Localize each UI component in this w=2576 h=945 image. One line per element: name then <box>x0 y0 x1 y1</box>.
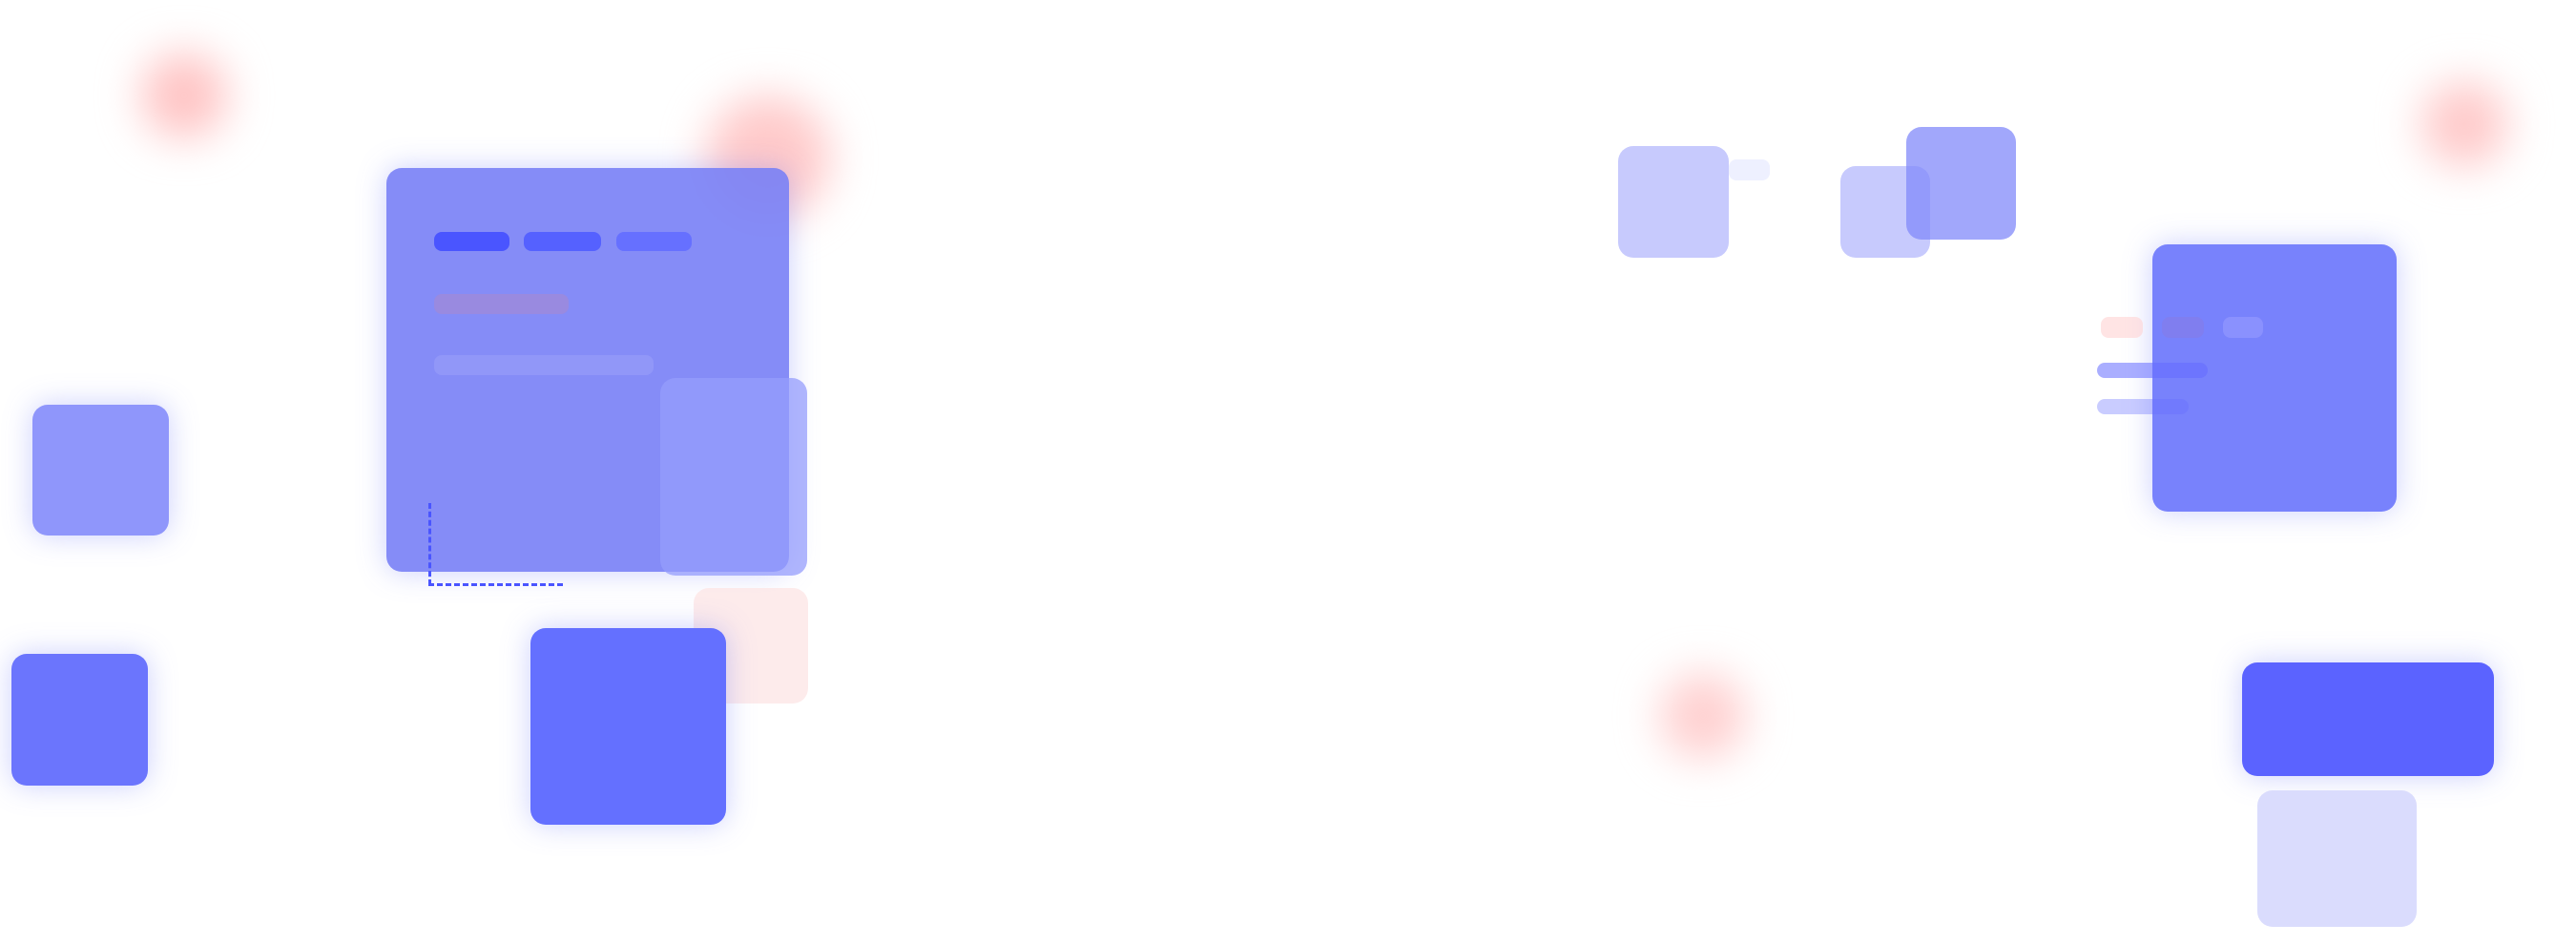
tab-pill[interactable] <box>524 232 601 251</box>
placeholder-bar <box>434 355 654 375</box>
tag-pill <box>2162 317 2204 338</box>
pink-blob <box>1660 673 1746 759</box>
blue-square <box>11 654 148 786</box>
tag-pill <box>2223 317 2263 338</box>
pink-blob <box>2421 81 2507 167</box>
blue-square <box>530 628 726 825</box>
tag-pill <box>2101 317 2143 338</box>
dashed-connector <box>428 583 563 586</box>
light-square <box>2257 790 2417 927</box>
right-card <box>2152 244 2397 512</box>
blue-square <box>1906 127 2016 240</box>
blue-button-block <box>2242 662 2494 776</box>
placeholder-bar <box>1729 159 1770 180</box>
tab-pill[interactable] <box>434 232 509 251</box>
pink-blob <box>141 52 227 138</box>
tab-pill[interactable] <box>616 232 692 251</box>
placeholder-bar <box>434 294 569 314</box>
overlay-square <box>660 378 807 576</box>
placeholder-bar <box>2097 399 2189 414</box>
blue-square <box>32 405 169 536</box>
placeholder-bar <box>2097 363 2208 378</box>
light-square <box>1618 146 1729 258</box>
dashed-connector <box>428 503 431 585</box>
